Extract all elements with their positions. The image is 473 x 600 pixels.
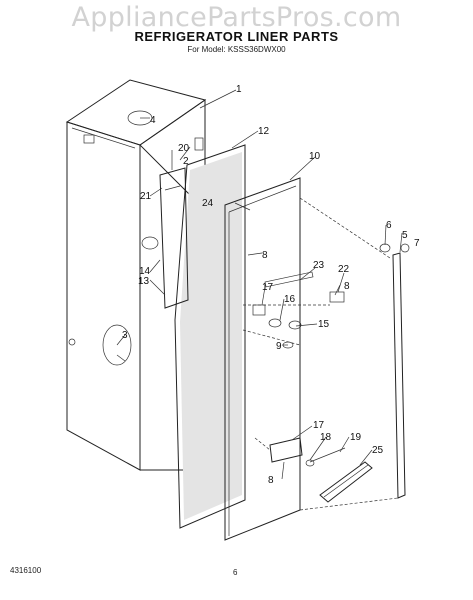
callout-2: 2: [183, 156, 189, 167]
callout-21: 21: [140, 191, 152, 202]
document-code: 4316100: [10, 566, 42, 575]
leader-lines: [116, 89, 403, 480]
fan-opening: [127, 110, 153, 126]
callout-6: 6: [386, 220, 392, 231]
light-socket: [141, 236, 159, 250]
callout-23: 23: [313, 260, 325, 271]
page-number: 6: [233, 568, 238, 577]
callout-12: 12: [258, 126, 270, 137]
callout-1: 1: [236, 84, 242, 95]
callout-22: 22: [338, 264, 350, 275]
mounting-hardware: [242, 271, 345, 349]
callout-18: 18: [320, 432, 332, 443]
cabinet-liner: [65, 79, 207, 471]
breaker-strip: [299, 197, 410, 511]
callout-8-upper: 8: [262, 250, 268, 261]
callout-4: 4: [150, 115, 156, 126]
hinge-pin: [309, 447, 346, 463]
model-subtitle: For Model: KSSS36DWX00: [187, 45, 286, 54]
callout-5: 5: [402, 230, 408, 241]
hinge-rod: [264, 271, 314, 288]
callout-19: 19: [350, 432, 362, 443]
wire-clip: [194, 137, 204, 151]
callout-16: 16: [284, 294, 296, 305]
callout-7: 7: [414, 238, 420, 249]
callout-20: 20: [178, 143, 190, 154]
callout-9: 9: [276, 341, 282, 352]
callout-25: 25: [372, 445, 384, 456]
callout-17-upper: 17: [262, 282, 274, 293]
insulation-panel: [174, 144, 246, 529]
callout-3: 3: [122, 330, 128, 341]
callout-24: 24: [202, 198, 214, 209]
control-bracket: [159, 137, 204, 309]
callout-labels: 1 2 3 4 5 6 7 8 8 8 9 10 12 13 14 15 16 …: [122, 84, 420, 486]
callout-8-lower: 8: [268, 475, 274, 486]
trim-strip: [319, 461, 373, 503]
thermostat-housing: [102, 324, 132, 366]
callout-8-middle: 8: [344, 281, 350, 292]
site-watermark: AppliancePartsPros.com: [71, 2, 402, 33]
diagram-title: REFRIGERATOR LINER PARTS: [134, 29, 339, 44]
callout-10: 10: [309, 151, 321, 162]
cam-block: [252, 304, 266, 316]
callout-15: 15: [318, 319, 330, 330]
callout-17-lower: 17: [313, 420, 325, 431]
callout-13: 13: [138, 276, 150, 287]
hinge-bracket: [329, 291, 345, 303]
callout-14: 14: [139, 266, 151, 277]
